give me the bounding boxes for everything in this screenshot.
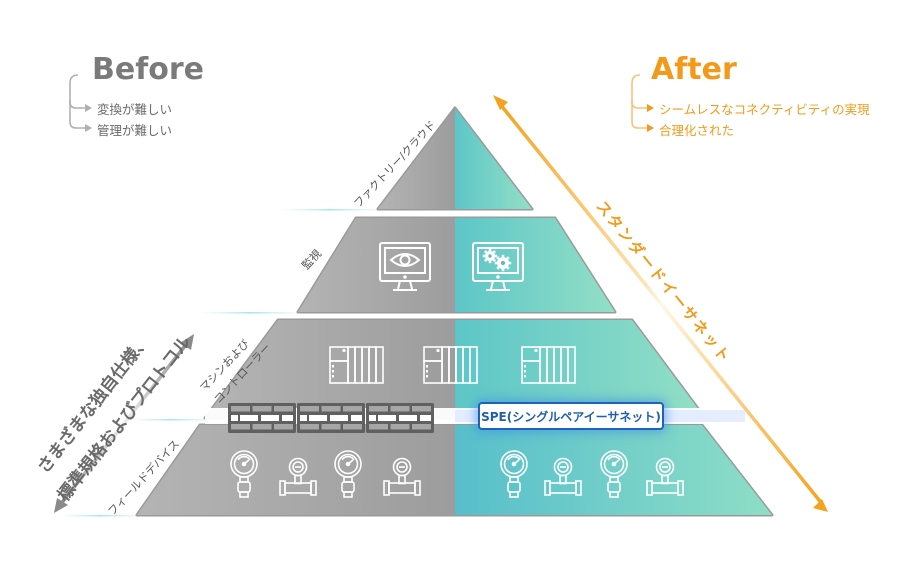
tier-monitoring-after-half [455, 218, 615, 312]
flow-meter-icon [544, 457, 582, 496]
guide-line-2 [200, 312, 300, 314]
tier-field-devices-after-half [455, 425, 772, 515]
spe-label: SPE(シングルペアイーサネット) [481, 409, 661, 424]
arrowhead-top [180, 334, 194, 350]
proprietary-protocols-arrow [54, 334, 194, 513]
tier-machine-controllers-after-half [455, 320, 705, 418]
plc-controller-icon [329, 346, 384, 384]
pressure-gauge-icon [600, 450, 628, 498]
flow-meter-icon [646, 457, 684, 496]
flow-meter-icon [279, 457, 317, 496]
before-item-1: 変換が難しい [97, 102, 173, 117]
before-arrowhead-2 [85, 124, 92, 132]
plc-controller-icon [423, 346, 478, 384]
tier-factory-cloud-after-half [455, 108, 532, 209]
monitor-gears-icon [472, 242, 524, 291]
tier-factory-cloud [376, 106, 534, 211]
plc-controller-icon [521, 346, 576, 384]
guide-line-4 [60, 515, 140, 517]
after-heading: After [651, 52, 737, 87]
standard-ethernet-arrow [493, 95, 828, 512]
tier-factory-cloud-before-half [378, 108, 455, 209]
pressure-gauge-icon [334, 450, 362, 498]
monitor-eye-icon [379, 242, 431, 291]
pressure-gauge-icon [230, 450, 258, 498]
guide-line-3 [130, 419, 210, 421]
pressure-gauge-icon [500, 450, 528, 498]
arrowhead-top [493, 95, 508, 110]
flow-meter-icon [383, 457, 421, 496]
before-item-2: 管理が難しい [97, 123, 173, 138]
tier-field-devices-before-half [137, 425, 455, 515]
after-item-2: 合理化された [659, 123, 735, 138]
before-bracket [69, 74, 86, 129]
before-heading: Before [92, 52, 205, 87]
arrowhead-bottom [54, 498, 68, 513]
after-bracket [631, 74, 648, 129]
guide-line-1 [280, 209, 380, 211]
tier-monitoring-before-half [298, 218, 455, 312]
arrowhead-bottom [813, 499, 828, 512]
network-switch-block [297, 403, 365, 433]
after-arrowhead-1 [647, 104, 654, 112]
after-arrowhead-2 [647, 124, 654, 132]
before-arrowhead-1 [85, 104, 92, 112]
tier-monitoring [296, 216, 617, 314]
spe-label-box: SPE(シングルペアイーサネット) [478, 402, 664, 430]
network-switch-block [228, 403, 296, 433]
after-item-1: シームレスなコネクティビティの実現 [659, 102, 870, 117]
network-switches [228, 403, 434, 433]
network-switch-block [366, 403, 434, 433]
